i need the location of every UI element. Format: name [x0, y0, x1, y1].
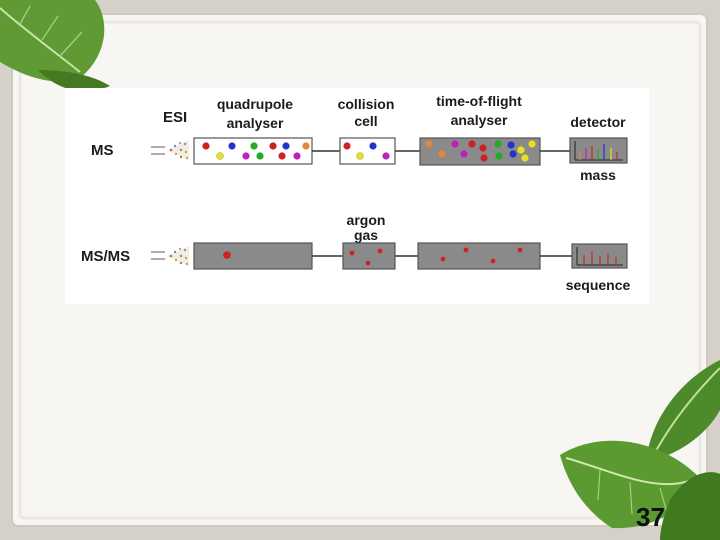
row-label-msms: MS/MS	[81, 248, 130, 265]
label-collision-line1: collision	[338, 96, 395, 112]
label-detector: detector	[570, 114, 626, 130]
leaf-top-left-icon	[0, 0, 110, 92]
esi-spray-msms-icon	[167, 246, 189, 266]
selected-ion	[223, 251, 231, 259]
label-quadrupole-line2: analyser	[227, 115, 284, 131]
label-argon-line1: argon	[347, 212, 386, 228]
mass-spectrum-ms-icon	[574, 141, 623, 161]
label-esi: ESI	[163, 109, 187, 126]
ion-group-quadrupole-ms	[202, 142, 310, 160]
esi-arrow-ms	[151, 146, 165, 155]
ion-group-collision-ms	[343, 142, 390, 160]
sequence-spectrum-msms-icon	[576, 247, 623, 266]
fragments-tof-msms	[440, 247, 523, 264]
label-tof-line2: analyser	[451, 112, 508, 128]
tof-box-msms	[417, 242, 541, 270]
tandem-ms-diagram: ESI quadrupole analyser collision cell t…	[65, 88, 649, 304]
label-collision-line2: cell	[354, 113, 377, 129]
leaf-bottom-right-icon	[560, 360, 720, 540]
collision-box-ms	[339, 137, 396, 165]
esi-arrow-msms	[151, 251, 165, 260]
page-number: 37	[636, 502, 665, 532]
quadrupole-box-ms	[193, 137, 313, 165]
label-mass: mass	[580, 167, 616, 183]
label-tof-line1: time-of-flight	[436, 93, 522, 109]
label-quadrupole-line1: quadrupole	[217, 96, 293, 112]
fragments-collision-msms	[349, 248, 383, 266]
paper-inner-shade	[18, 20, 702, 520]
ion-group-tof-ms	[425, 140, 536, 162]
label-sequence: sequence	[566, 277, 631, 293]
esi-spray-ms-icon	[167, 140, 189, 160]
row-label-ms: MS	[91, 142, 114, 159]
quadrupole-box-msms	[193, 242, 313, 270]
diagram-canvas: ESI quadrupole analyser collision cell t…	[81, 93, 631, 293]
label-argon-line2: gas	[354, 227, 378, 243]
